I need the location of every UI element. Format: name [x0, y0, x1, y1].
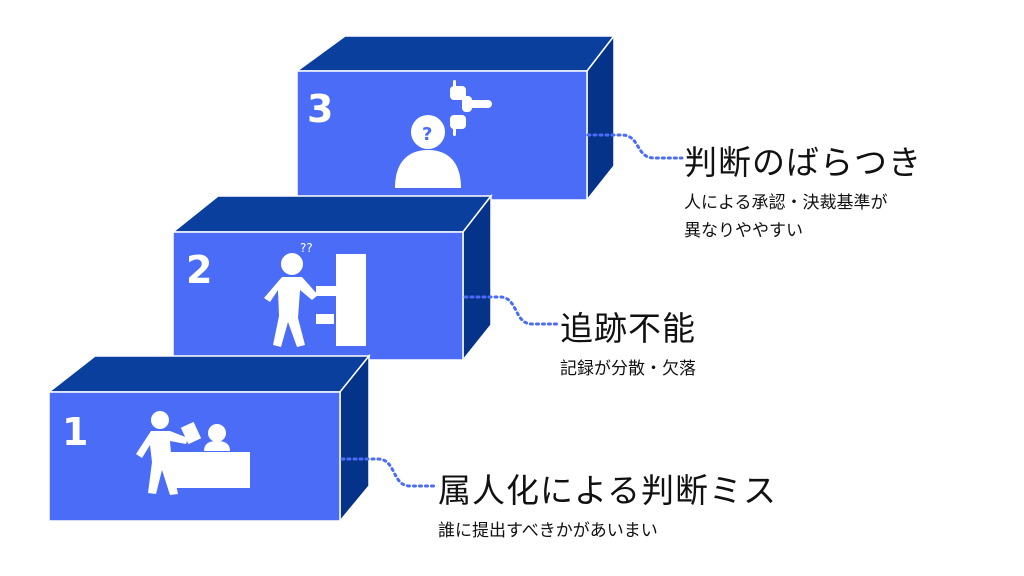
- step-3-description-line-2: 異なりややすい: [684, 221, 803, 241]
- step-2-number: 2: [186, 248, 212, 292]
- step-2-description: 記録が分散・欠落: [560, 359, 696, 379]
- step-1-title: 属人化による判断ミス: [438, 471, 778, 510]
- person-handing-document-icon: [136, 411, 250, 495]
- step-2-block: 2 ??: [170, 193, 493, 363]
- step-3-description-line-1: 人による承認・決裁基準が: [684, 193, 888, 213]
- step-3-block: 3 ?: [294, 33, 616, 203]
- step-3-number: 3: [307, 87, 333, 131]
- step-1-description: 誰に提出すべきかがあいまい: [438, 521, 658, 541]
- step-2-title: 追跡不能: [560, 309, 696, 348]
- step-2-connector: [463, 295, 560, 326]
- step-3-connector: [586, 133, 684, 160]
- questioning-person-with-pointing-hands-icon: ?: [395, 80, 492, 188]
- step-1-number: 1: [62, 410, 88, 454]
- svg-text:??: ??: [300, 241, 313, 255]
- step-3-title: 判断のばらつき: [684, 143, 922, 182]
- step-3-description: 人による承認・決裁基準が 異なりややすい: [684, 189, 888, 245]
- confused-person-at-file-cabinet-icon: ??: [264, 241, 366, 347]
- step-3-top-face: [294, 35, 616, 72]
- step-1-block: 1: [46, 353, 371, 524]
- svg-text:?: ?: [422, 124, 432, 145]
- step-1-connector: [340, 457, 438, 488]
- step-1-top-face: [46, 355, 371, 393]
- step-2-top-face: [170, 195, 493, 233]
